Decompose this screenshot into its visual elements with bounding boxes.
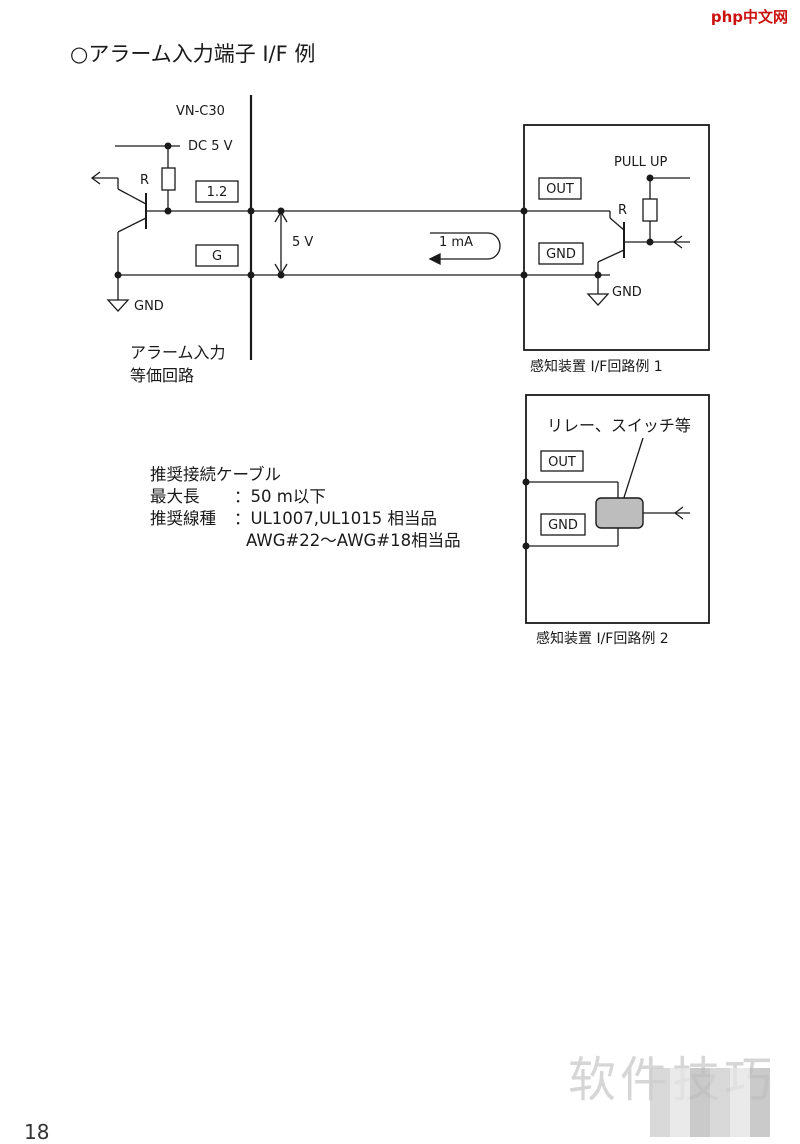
ex1-gnd-pin-label: GND xyxy=(546,247,576,262)
left-ground-symbol xyxy=(106,299,130,312)
junction-dot xyxy=(277,207,285,215)
junction-dot xyxy=(164,207,172,215)
cable-type-value2: AWG#22〜AWG#18相当品 xyxy=(246,531,461,550)
left-resistor-symbol xyxy=(161,167,176,191)
voltage-label: 5 V xyxy=(292,235,313,250)
cable-type-row: 推奨線種 ：UL1007,UL1015 相当品 xyxy=(150,508,461,530)
cable-length-row: 最大長 ：50 m以下 xyxy=(150,486,461,508)
page-number: 18 xyxy=(24,1120,50,1144)
pin-ground-box xyxy=(195,244,239,267)
example1-caption: 感知装置 I/F回路例 1 xyxy=(530,358,663,375)
left-resistor-label: R xyxy=(140,173,149,188)
ex1-collector xyxy=(609,217,625,231)
left-transistor-emitter xyxy=(117,217,147,233)
junction-dot xyxy=(164,142,172,150)
page-heading: ○アラーム入力端子 I/F 例 xyxy=(70,42,316,66)
junction-dot xyxy=(520,207,528,215)
ex2-input-arrow xyxy=(673,506,684,520)
logo-php: php xyxy=(710,8,743,26)
site-logo: php中文网 xyxy=(711,6,788,27)
junction-dot xyxy=(247,271,255,279)
ex1-out-label: OUT xyxy=(546,182,574,197)
mosaic-overlay xyxy=(650,1068,770,1137)
junction-dot xyxy=(277,271,285,279)
left-transistor-collector xyxy=(117,188,147,205)
left-input-arrow xyxy=(90,171,101,185)
ex1-emitter xyxy=(597,249,625,263)
ex1-resistor-label: R xyxy=(618,203,627,218)
example2-gnd-pin-box xyxy=(540,513,586,536)
example1-gnd-pin-box xyxy=(538,242,584,265)
pin-signal-box xyxy=(195,180,239,203)
cable-length-value: ：50 m以下 xyxy=(234,487,326,506)
pin-ground-label: G xyxy=(212,249,222,264)
pin-signal-label: 1.2 xyxy=(207,185,228,200)
pullup-label: PULL UP xyxy=(614,155,667,170)
junction-dot xyxy=(114,271,122,279)
cable-spec: 推奨接続ケーブル 最大長 ：50 m以下 推奨線種 ：UL1007,UL1015 相… xyxy=(150,464,461,552)
example1-box xyxy=(523,124,710,351)
ex1-resistor-symbol xyxy=(642,198,658,222)
left-caption-line1: アラーム入力 xyxy=(130,343,226,362)
junction-dot xyxy=(594,271,602,279)
current-label: 1 mA xyxy=(439,235,473,250)
ex1-gnd-label: GND xyxy=(612,285,642,300)
junction-dot xyxy=(646,238,654,246)
device-name: VN-C30 xyxy=(176,104,225,119)
logo-cn: 中文网 xyxy=(742,8,788,26)
junction-dot xyxy=(520,271,528,279)
left-gnd-label: GND xyxy=(134,299,164,314)
relay-switch-symbol xyxy=(595,497,644,529)
current-loop xyxy=(430,232,501,260)
ex1-ground-symbol xyxy=(586,293,610,306)
cable-length-label: 最大長 xyxy=(150,487,200,506)
ex2-out-label: OUT xyxy=(548,455,576,470)
cable-type-label: 推奨線種 xyxy=(150,509,216,528)
current-arrow-head xyxy=(428,252,441,266)
example2-caption: 感知装置 I/F回路例 2 xyxy=(536,630,669,647)
ex2-gnd-pin-label: GND xyxy=(548,518,578,533)
junction-dot xyxy=(247,207,255,215)
junction-dot xyxy=(522,542,530,550)
junction-dot xyxy=(646,174,654,182)
example2-out-box xyxy=(540,450,584,472)
example1-out-box xyxy=(538,177,582,200)
example2-box xyxy=(525,394,710,624)
junction-dot xyxy=(522,478,530,486)
cable-title: 推奨接続ケーブル xyxy=(150,465,282,484)
relay-switch-label: リレー、スイッチ等 xyxy=(547,416,691,435)
cable-type-row2: AWG#22〜AWG#18相当品 xyxy=(150,530,461,552)
supply-label: DC 5 V xyxy=(188,139,233,154)
ex1-input-arrow xyxy=(672,235,683,249)
left-caption-line2: 等価回路 xyxy=(130,366,194,385)
cable-type-value1: ：UL1007,UL1015 相当品 xyxy=(234,509,438,528)
